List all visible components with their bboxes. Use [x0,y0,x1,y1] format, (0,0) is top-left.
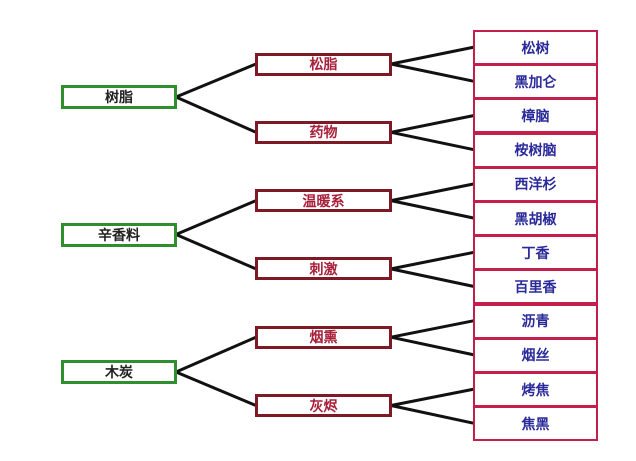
category-box: 辛香料 [61,222,177,247]
connector-line [390,267,475,288]
descriptor-box: 烟丝 [473,337,598,373]
subcategory-box: 刺激 [255,257,392,281]
connector-line [390,199,475,220]
descriptor-box: 百里香 [473,269,598,305]
descriptor-box: 西洋杉 [473,166,598,202]
category-box: 木炭 [61,360,177,384]
descriptor-box: 黑胡椒 [473,201,598,236]
connector-line [390,130,475,152]
subcategory-box: 烟熏 [255,325,392,349]
connector-line [390,319,475,339]
subcategory-box: 松脂 [255,52,392,76]
subcategory-box: 灰烬 [255,394,392,417]
connector-line [175,233,257,271]
connector-line [390,250,475,271]
connector-line [390,182,475,203]
descriptor-box: 焦黑 [473,406,598,442]
connector-line [390,387,475,407]
category-box: 树脂 [61,85,177,109]
connector-line [390,62,475,83]
descriptor-box: 黑加仑 [473,64,598,100]
connector-line [175,335,257,374]
connector-line [175,199,257,236]
descriptor-box: 樟脑 [473,98,598,134]
descriptor-box: 松树 [473,30,598,65]
connector-line [175,62,257,99]
connector-line [390,45,475,66]
subcategory-box: 药物 [255,120,392,144]
connector-line [390,404,475,425]
connector-line [175,95,257,134]
connector-line [390,335,475,357]
descriptor-box: 丁香 [473,235,598,271]
descriptor-box: 烤焦 [473,372,598,407]
connector-line [175,370,257,407]
descriptor-box: 桉树脑 [473,132,598,168]
connector-line [390,114,475,134]
subcategory-box: 温暖系 [255,189,392,213]
descriptor-box: 沥青 [473,303,598,339]
